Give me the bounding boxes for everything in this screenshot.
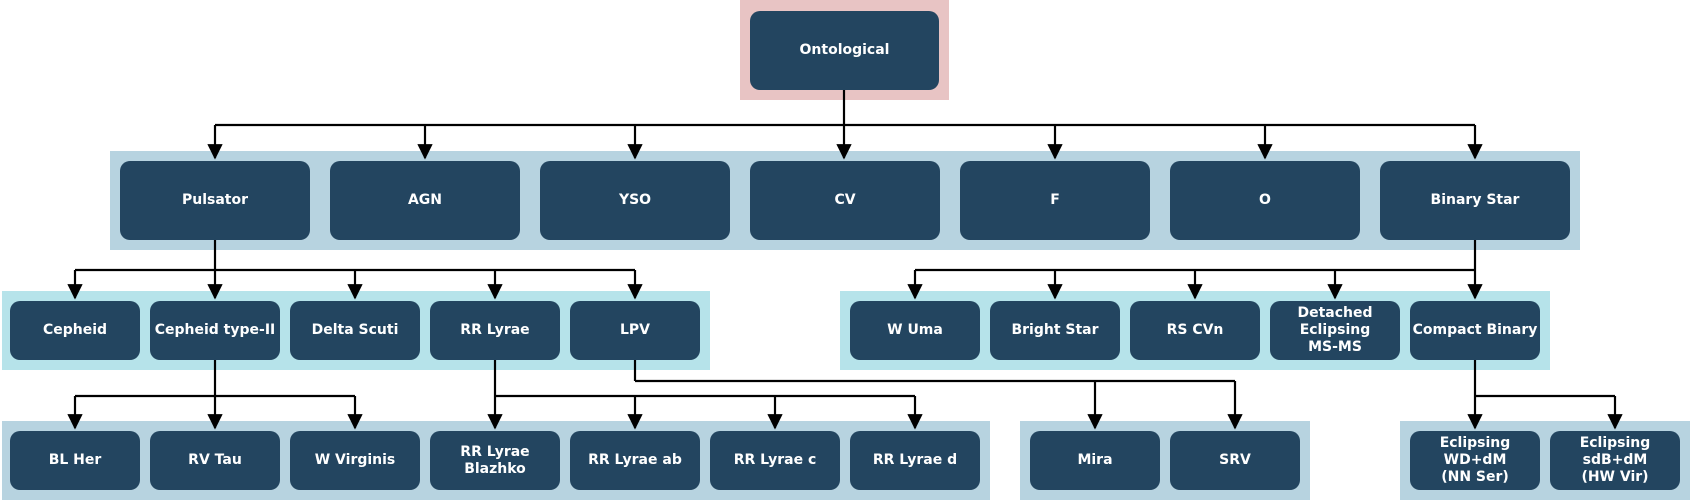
node-rs-cvn: RS CVn [1130,301,1260,360]
node-mira: Mira [1030,431,1160,490]
node-agn: AGN [330,161,520,240]
node-pulsator: Pulsator [120,161,310,240]
node-rr-lyrae-blazhko: RR Lyrae Blazhko [430,431,560,490]
node-rr-lyrae: RR Lyrae [430,301,560,360]
node-o: O [1170,161,1360,240]
node-rr-lyrae-c: RR Lyrae c [710,431,840,490]
node-rr-lyrae-ab: RR Lyrae ab [570,431,700,490]
node-yso: YSO [540,161,730,240]
node-srv: SRV [1170,431,1300,490]
node-rv-tau: RV Tau [150,431,280,490]
node-eclipsing-sdb-dm: Eclipsing sdB+dM (HW Vir) [1550,431,1680,490]
node-rr-lyrae-d: RR Lyrae d [850,431,980,490]
node-ontological: Ontological [750,11,939,90]
node-w-virginis: W Virginis [290,431,420,490]
node-compact-binary: Compact Binary [1410,301,1540,360]
node-lpv: LPV [570,301,700,360]
node-cv: CV [750,161,940,240]
node-delta-scuti: Delta Scuti [290,301,420,360]
node-eclipsing-wd-dm: Eclipsing WD+dM (NN Ser) [1410,431,1540,490]
node-bl-her: BL Her [10,431,140,490]
node-bright-star: Bright Star [990,301,1120,360]
node-binary-star: Binary Star [1380,161,1570,240]
node-cepheid-type-ii: Cepheid type-II [150,301,280,360]
node-cepheid: Cepheid [10,301,140,360]
node-detached-eclipsing: Detached Eclipsing MS-MS [1270,301,1400,360]
node-f: F [960,161,1150,240]
node-w-uma: W Uma [850,301,980,360]
